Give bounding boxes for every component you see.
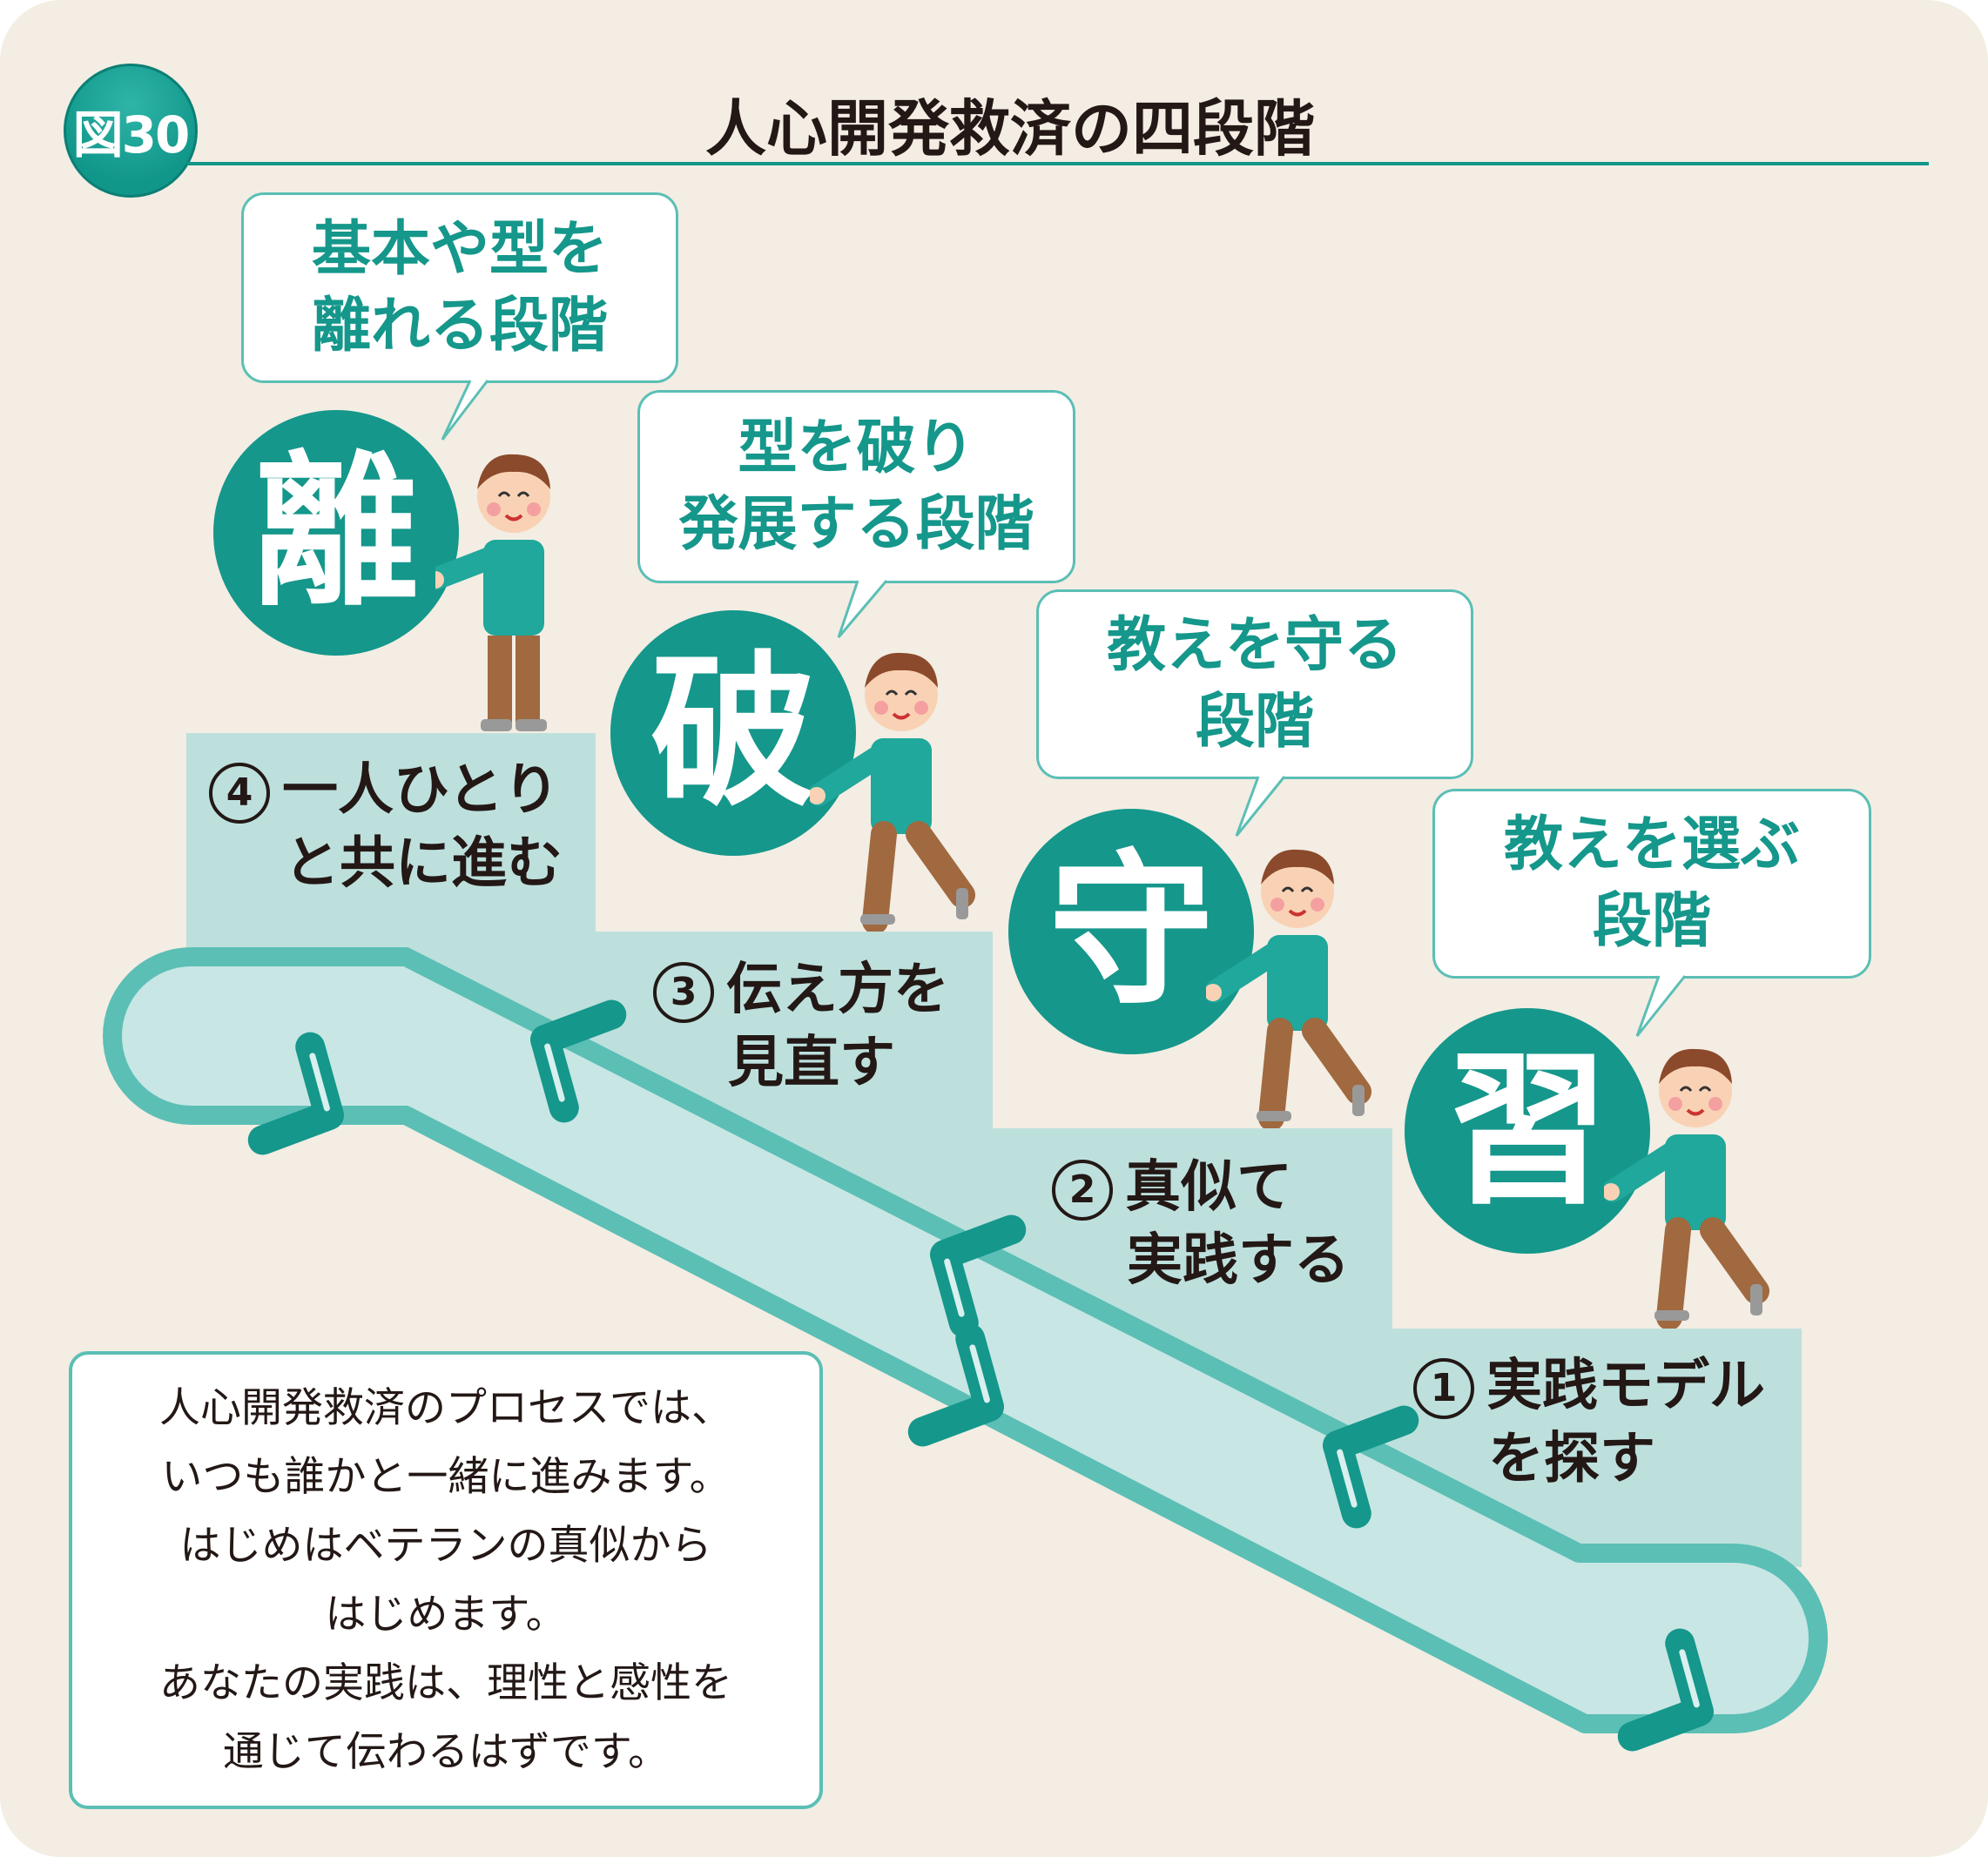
staircase (186, 733, 1802, 1567)
bubble-line: 離れる段階 (311, 291, 608, 360)
step-text: 一人ひとり (282, 758, 560, 823)
person-illustration (807, 634, 975, 935)
description-line: 人心開発救済のプロセスでは、 (159, 1384, 732, 1432)
kanji-circle-shu-learn: 習 (1405, 1008, 1650, 1254)
speech-bubble-stage-3: 型を破り 発展する段階 (637, 390, 1075, 583)
page-title: 人心開発救済の四段階 (705, 93, 1315, 165)
direction-arrow-icon (530, 999, 627, 1123)
step-text: 実践する (1127, 1228, 1350, 1293)
description-line: あなたの実践は、理性と感性を (159, 1659, 732, 1707)
bubble-line: 基本や型を (311, 214, 608, 284)
title-divider (187, 162, 1929, 165)
bubble-line: 型を破り (738, 414, 975, 482)
bubble-line: 段階 (1592, 887, 1711, 956)
kanji-circle-ha: 破 (610, 610, 856, 856)
speech-bubble-stage-1: 教えを選ぶ 段階 (1432, 789, 1871, 979)
step-text: 実践モデル (1486, 1354, 1765, 1418)
direction-arrow-icon (907, 1323, 1004, 1447)
description-line: はじめはベテランの真似から (179, 1522, 712, 1570)
bubble-line: 発展する段階 (678, 490, 1034, 559)
step-number: 2 (1052, 1160, 1113, 1221)
direction-arrow-icon (247, 1032, 344, 1155)
bubble-line: 教えを守る (1106, 611, 1403, 680)
direction-arrow-icon (1617, 1628, 1714, 1752)
direction-arrow-icon (1323, 1405, 1419, 1529)
speech-bubble-stage-2: 教えを守る 段階 (1036, 589, 1473, 779)
step-text: 見直す (728, 1031, 895, 1095)
person-illustration (1601, 1029, 1769, 1332)
bubble-line: 教えを選ぶ (1503, 811, 1800, 879)
step-text: 伝え方を (726, 958, 949, 1022)
description-line: 通じて伝わるはずです。 (222, 1728, 670, 1776)
kanji-circle-shu: 守 (1008, 809, 1254, 1054)
step-text: 真似て (1125, 1155, 1292, 1220)
bubble-line: 段階 (1195, 688, 1314, 757)
person-illustration (424, 435, 566, 737)
speech-bubble-stage-4: 基本や型を 離れる段階 (241, 192, 678, 383)
step-number: 4 (209, 763, 270, 824)
direction-arrow-icon (930, 1214, 1027, 1338)
figure-badge: 図30 (64, 64, 198, 198)
kanji-circle-ri: 離 (213, 410, 459, 656)
description-line: いつも誰かと一緒に進みます。 (161, 1453, 731, 1501)
description-box: 人心開発救済のプロセスでは、 いつも誰かと一緒に進みます。 はじめはベテランの真… (69, 1351, 823, 1809)
step-number: 1 (1413, 1358, 1474, 1420)
step-number: 3 (653, 962, 714, 1024)
step-text: を探す (1488, 1427, 1655, 1491)
description-line: はじめます。 (325, 1591, 567, 1638)
person-illustration (1203, 831, 1371, 1132)
step-text: と共に進む (284, 831, 563, 896)
